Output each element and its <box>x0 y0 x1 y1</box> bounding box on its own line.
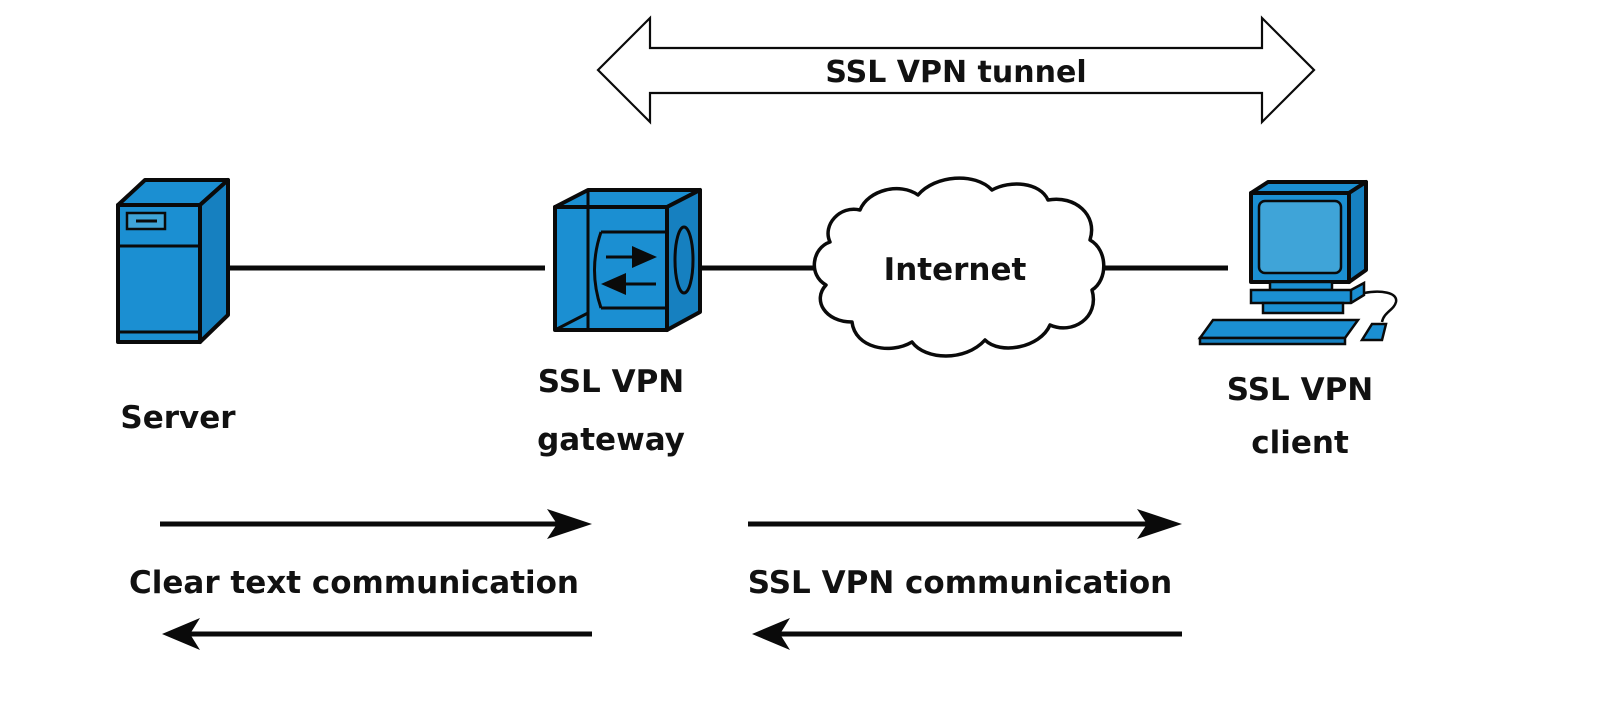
gateway-node[interactable]: SSL VPN gateway <box>537 188 702 458</box>
arrow-right-icon <box>748 509 1182 539</box>
server-node[interactable]: Server <box>116 178 236 436</box>
clear-text-label: Clear text communication <box>129 565 579 601</box>
desktop-computer-icon <box>1197 180 1398 346</box>
arrow-left-icon <box>162 618 592 650</box>
ssl-vpn-communication-label: SSL VPN communication <box>748 565 1172 601</box>
flow-clear-text: Clear text communication <box>129 509 592 650</box>
double-arrow-icon <box>596 15 1316 125</box>
server-icon <box>116 178 230 344</box>
gateway-label-line1: SSL VPN <box>538 364 684 400</box>
cloud-icon <box>812 176 1106 358</box>
internet-node[interactable]: Internet <box>812 176 1106 358</box>
tunnel-arrow: SSL VPN tunnel <box>596 15 1316 125</box>
arrow-right-icon <box>160 509 592 539</box>
gateway-label-line2: gateway <box>537 422 685 458</box>
client-node[interactable]: SSL VPN client <box>1197 180 1398 461</box>
flow-ssl-vpn: SSL VPN communication <box>748 509 1182 650</box>
tunnel-label: SSL VPN tunnel <box>825 55 1086 90</box>
client-label-line1: SSL VPN <box>1227 372 1373 408</box>
server-label: Server <box>120 400 236 436</box>
internet-label: Internet <box>884 252 1027 288</box>
client-label-line2: client <box>1251 425 1349 461</box>
vpn-gateway-icon <box>553 188 702 332</box>
arrow-left-icon <box>752 618 1182 650</box>
